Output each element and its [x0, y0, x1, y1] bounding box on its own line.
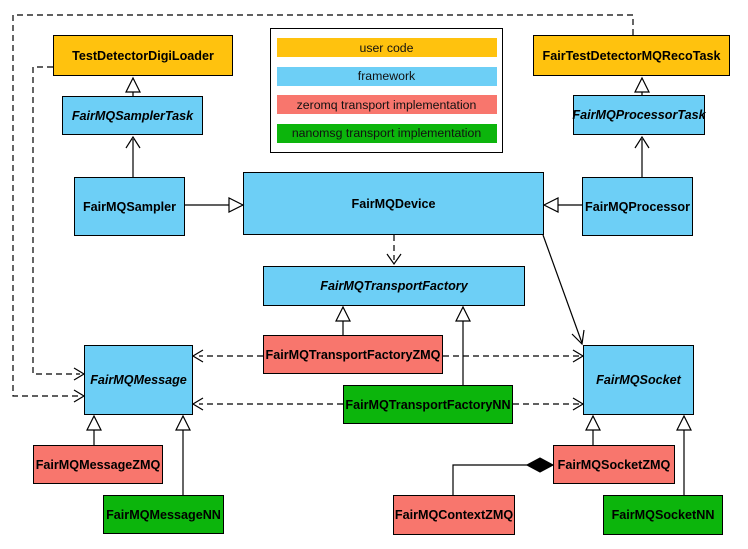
class-label: FairMQDevice [351, 196, 436, 211]
edge-dep-arrowhead [74, 390, 84, 402]
class-label: TestDetectorDigiLoader [72, 48, 214, 63]
edge-inherit-fairmqsampler-to-fairmqdevice [185, 198, 243, 212]
edge-inherit-messagenn-to-message [176, 416, 190, 495]
class-label: FairMQSocket [596, 373, 681, 387]
edge-inherit-samplertask-to-testdetectordigiloader [126, 78, 140, 96]
class-box-fairmqsocketzmq: FairMQSocketZMQ [553, 445, 675, 484]
edge-inherit-socketzmq-to-socket [586, 416, 600, 445]
class-label: FairMQSamplerTask [71, 108, 194, 123]
class-box-fairmqsamplertask: FairMQSamplerTask [62, 96, 203, 135]
legend-label: user code [359, 40, 414, 55]
class-label: FairMQTransportFactoryZMQ [265, 347, 441, 362]
class-box-fairmqmessagenn: FairMQMessageNN [103, 495, 224, 534]
class-box-fairmqtransportfactorynn: FairMQTransportFactoryNN [343, 385, 513, 424]
class-box-fairmqsocketnn: FairMQSocketNN [603, 495, 723, 535]
edge-dep-arrowhead [387, 254, 401, 264]
legend-item-nanomsg: nanomsg transport implementation [276, 123, 497, 143]
edge-inherit-transportfactorynn-to-transportfactory [456, 307, 470, 385]
legend-item-user-code: user code [276, 38, 497, 58]
class-box-fairmqmessage: FairMQMessage [84, 345, 193, 415]
edge-dep-arrowhead [74, 368, 84, 380]
class-box-fairmqmessagezmq: FairMQMessageZMQ [33, 445, 163, 484]
edge-arrow-fairmqprocessor-to-processortask [635, 137, 649, 177]
class-box-fairmqdevice: FairMQDevice [243, 172, 544, 235]
class-label: FairMQMessageNN [106, 507, 221, 522]
edge-inherit-fairmqprocessor-to-fairmqdevice [544, 198, 582, 212]
class-label: FairMQProcessor [585, 199, 690, 214]
class-label: FairMQTransportFactory [320, 279, 468, 293]
legend-label: framework [357, 69, 416, 84]
class-label: FairMQMessageZMQ [35, 457, 161, 472]
class-box-fairtestdetectormqrecotask: FairTestDetectorMQRecoTask [533, 35, 730, 76]
edge-arrow-fairmqdevice-to-fairmqsocket [543, 235, 584, 344]
class-box-fairmqsampler: FairMQSampler [74, 177, 185, 236]
class-label: FairMQSampler [82, 199, 177, 214]
edge-inherit-processortask-to-fairtestdetectormqrecotask [635, 78, 649, 95]
edge-dep-arrowhead [193, 350, 203, 362]
edge-inherit-socketnn-to-socket [677, 416, 691, 495]
class-box-fairmqsocket: FairMQSocket [583, 345, 694, 415]
legend-label: zeromq transport implementation [296, 97, 477, 112]
class-label: FairMQMessage [90, 373, 187, 387]
edge-inherit-transportfactoryzmq-to-transportfactory [336, 307, 350, 335]
edge-composition-socketzmq-contextzmq [453, 458, 553, 495]
class-box-fairmqtransportfactory: FairMQTransportFactory [263, 266, 525, 306]
edge-dep-arrowhead [573, 350, 583, 362]
edge-inherit-messagezmq-to-message [87, 416, 101, 445]
class-box-fairmqprocessor: FairMQProcessor [582, 177, 693, 236]
class-box-fairmqprocessortask: FairMQProcessorTask [572, 95, 706, 135]
class-label: FairMQTransportFactoryNN [345, 397, 511, 412]
class-label: FairMQProcessorTask [572, 108, 706, 122]
legend-item-framework: framework [276, 66, 497, 86]
legend-item-zeromq: zeromq transport implementation [276, 95, 497, 115]
legend-box: user code framework zeromq transport imp… [270, 28, 503, 153]
class-label: FairMQSocketZMQ [557, 457, 671, 472]
composition-diamond-icon [527, 458, 553, 472]
legend-label: nanomsg transport implementation [291, 126, 482, 141]
class-label: FairMQSocketNN [611, 508, 715, 522]
class-box-testdetectordigiloader: TestDetectorDigiLoader [53, 35, 233, 76]
class-box-fairmqtransportfactoryzmq: FairMQTransportFactoryZMQ [263, 335, 443, 374]
edge-arrow-fairmqsampler-to-samplertask [126, 137, 140, 177]
class-box-fairmqcontextzmq: FairMQContextZMQ [393, 495, 515, 535]
class-label: FairTestDetectorMQRecoTask [542, 48, 721, 63]
class-label: FairMQContextZMQ [394, 508, 514, 522]
edge-dep-arrowhead [193, 398, 203, 410]
edge-dep-arrowhead [573, 398, 583, 410]
